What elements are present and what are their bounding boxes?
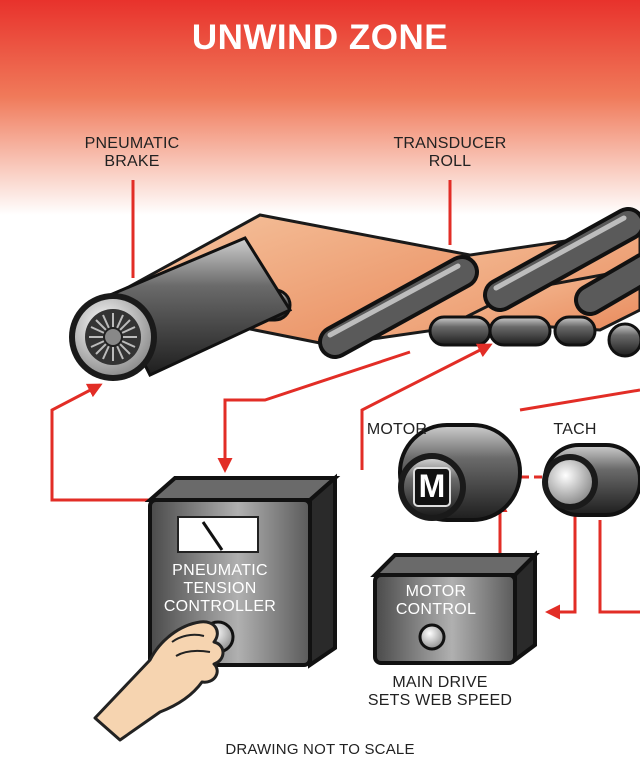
main-drive-label: MAIN DRIVE SETS WEB SPEED: [367, 674, 513, 709]
leader-lines: [131, 180, 452, 278]
hand-icon: [93, 620, 225, 742]
header-band: [0, 0, 640, 215]
gauge-needle-icon: [201, 521, 224, 551]
transducer-roll: [318, 255, 479, 359]
pneumatic-brake-label: PNEUMATIC BRAKE: [84, 135, 180, 170]
drawing-scale-note: DRAWING NOT TO SCALE: [225, 741, 415, 758]
upper-rollers: [483, 207, 640, 316]
signal-arrows: [50, 343, 640, 620]
motor-label: MOTOR: [366, 421, 428, 438]
unwind-roll: [69, 236, 293, 381]
motor-symbol: M: [418, 468, 446, 504]
transducer-roll-label: TRANSDUCER ROLL: [393, 135, 507, 170]
motor: [398, 423, 522, 522]
motor-control-box: [370, 550, 540, 665]
tension-controller-label: PNEUMATIC TENSION CONTROLLER: [163, 562, 277, 615]
motor-control-label: MOTOR CONTROL: [395, 583, 477, 618]
knob-icon: [418, 623, 446, 651]
tach: [542, 443, 640, 517]
tach-label: TACH: [553, 421, 597, 438]
zone-title: UNWIND ZONE: [191, 18, 449, 57]
